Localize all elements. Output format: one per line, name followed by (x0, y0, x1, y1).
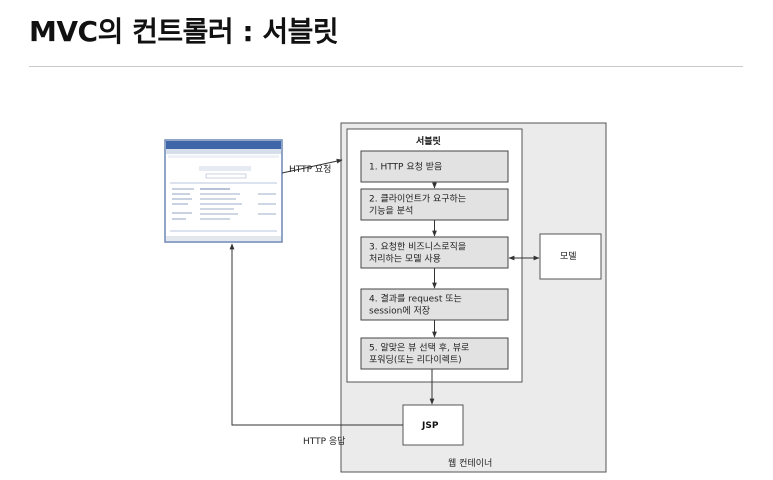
step-3-text-line-2: 처리하는 모델 사용 (369, 253, 441, 265)
servlet-label: 서블릿 (416, 135, 441, 147)
model-box (539, 233, 602, 280)
step-5-text-line-1: 5. 알맞은 뷰 선택 후, 뷰로 (369, 342, 469, 354)
step-box-1 (360, 150, 509, 183)
web-container-label: 웹 컨테이너 (448, 458, 492, 469)
step-box-5 (360, 337, 509, 370)
http-response-arrow (229, 243, 403, 426)
model-label: 모델 (560, 250, 577, 262)
title-divider (29, 66, 743, 67)
http-request-label: HTTP 요청 (289, 164, 331, 175)
step-2-text-line-2: 기능을 분석 (369, 206, 413, 217)
step-5-text-line-2: 포워딩(또는 리다이렉트) (369, 355, 462, 366)
step-2-text-line-1: 2. 클라이언트가 요구하는 (369, 193, 466, 205)
jsp-label: JSP (421, 421, 439, 431)
http-response-label: HTTP 응답 (303, 435, 345, 447)
step-1-text-line-1: 1. HTTP 요청 받음 (369, 162, 442, 173)
step-4-text-line-1: 4. 결과를 request 또는 (369, 294, 462, 305)
browser-window-image (164, 139, 283, 243)
step-4-text-line-2: session에 저장 (369, 306, 430, 317)
step-3-text-line-1: 3. 요청한 비즈니스로직을 (369, 242, 466, 253)
page-title: MVC의 컨트롤러 : 서블릿 (29, 15, 339, 48)
http-request-arrow (281, 158, 343, 174)
step-box-3 (360, 236, 509, 269)
